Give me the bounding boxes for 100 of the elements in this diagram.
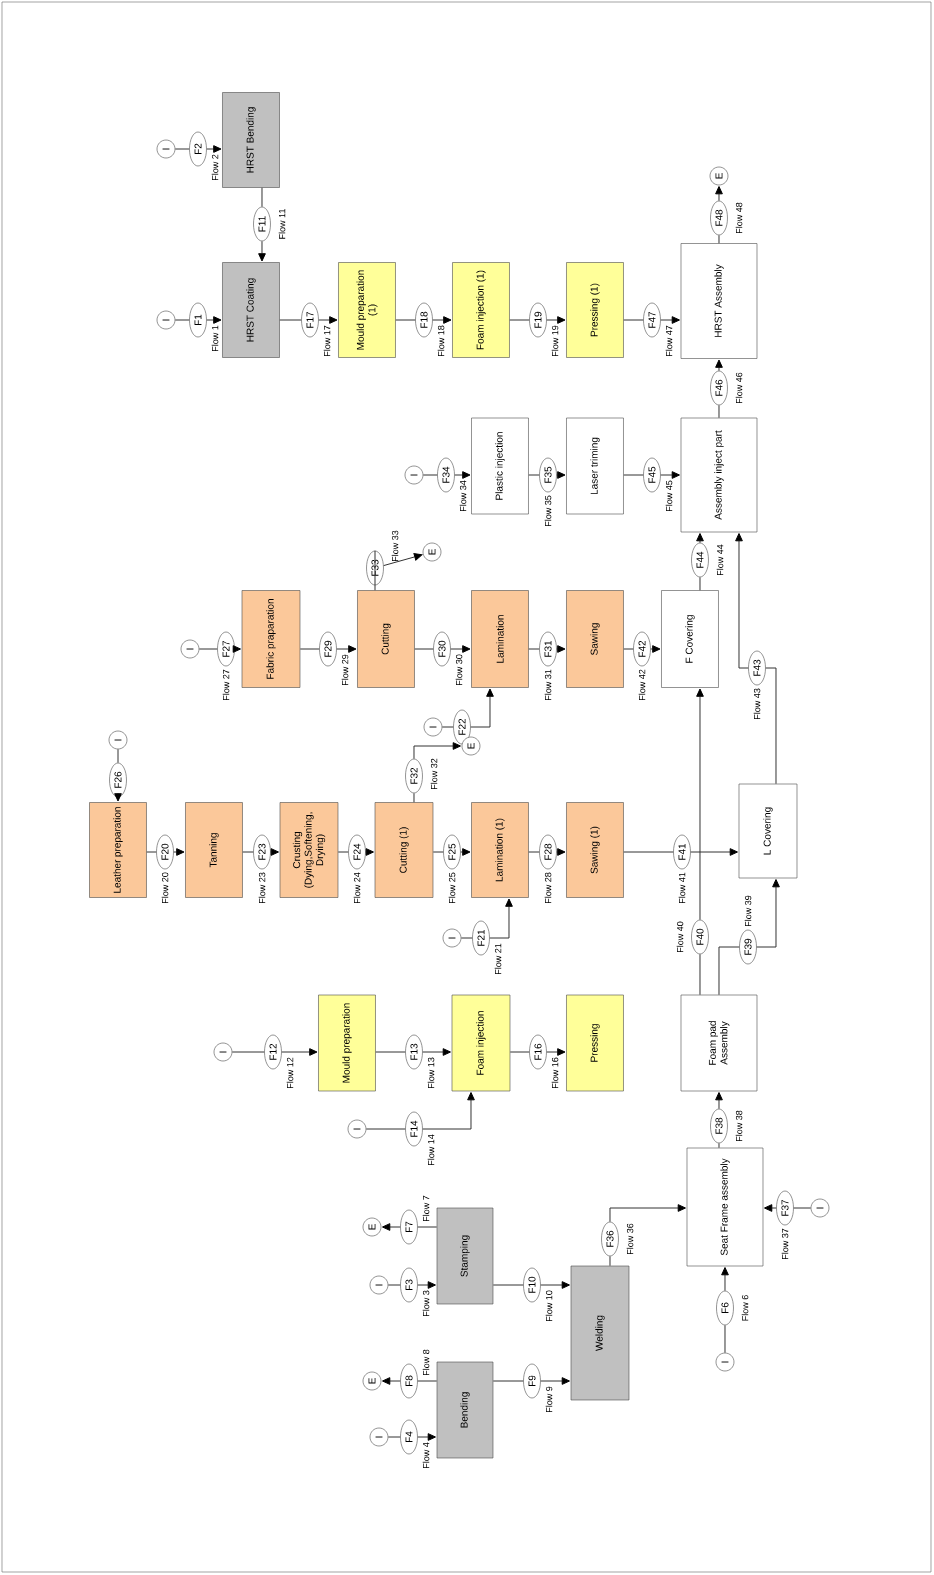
process-box: HRST Coating [222,262,280,358]
flow-label: Flow 29 [341,654,349,685]
flow-line [528,474,540,476]
flow-arrow [173,848,185,856]
flow-arrow [764,1204,777,1212]
process-box: Sawing [566,590,624,688]
flow-arrow [650,645,661,653]
flow-label: Flow 25 [448,872,456,903]
flow-arrow [281,1048,318,1056]
flow-line [793,1207,812,1209]
process-box: Sawing (1) [566,802,624,898]
process-box: Seat Frame assembly [686,1147,764,1267]
flow-label: Flow 13 [427,1057,435,1088]
flow-label: Flow 31 [544,669,552,700]
flow-line [279,319,302,321]
process-box: Bending [436,1361,494,1459]
flow-arrow [540,1377,570,1385]
flow-arrow [258,240,266,262]
flow-line [528,851,540,853]
flow-arrow [382,1223,401,1231]
process-box: L Covering [738,783,798,879]
flow-label: Flow 17 [323,325,331,356]
flow-arrow [318,316,338,324]
process-box: Fabric praparation [241,590,301,688]
flow-label: Flow 21 [494,943,502,974]
flow-label: Flow 34 [459,480,467,511]
process-box: Lamination [471,590,529,688]
flow-line [460,937,473,939]
flow-line [623,319,644,321]
flow-arrow [715,1092,723,1110]
process-box: F Covering [661,590,719,688]
flow-line [432,851,444,853]
process-box: Cutting (1) [374,802,434,898]
flow-label: Flow 38 [735,1110,743,1142]
flow-line [395,319,416,321]
flow-arrow [546,1048,566,1056]
flow-label: Flow 47 [665,325,673,356]
flow-label: Flow 6 [741,1295,749,1321]
flow-arrow [721,1267,729,1292]
flow-arrow [413,742,461,760]
flow-arrow [232,645,241,653]
flow-label: Flow 1 [211,325,219,351]
flow-arrow [422,1048,451,1056]
flow-label: Flow 14 [427,1134,435,1165]
flow-label: Flow 2 [211,154,219,180]
flow-line [261,187,263,208]
process-box: Pressing [566,994,624,1092]
flow-arrow [756,879,780,948]
flow-line [699,576,701,591]
flow-line [422,474,438,476]
flow-label: Flow 35 [544,495,552,526]
flow-line [242,851,254,853]
flow-label: Flow 48 [735,202,743,234]
flow-line [387,1436,401,1438]
flow-arrow [546,316,566,324]
flow-arrow [383,553,423,567]
flow-label: Flow 44 [716,544,724,576]
flow-arrow [715,186,723,202]
process-box: Assembly inject part [680,417,758,533]
flow-arrow [690,848,738,856]
process-box: Laser triming [566,417,624,515]
flow-label: Flow 40 [676,921,684,953]
flow-arrow [470,688,494,728]
flow-line [174,148,190,150]
flow-arrow [660,471,680,479]
flow-line [387,1284,401,1286]
flow-arrow [270,848,279,856]
flow-label: Flow 23 [258,872,266,903]
flow-line [509,319,530,321]
flow-line [374,550,376,591]
flow-label: Flow 20 [161,872,169,903]
flow-line [718,946,740,996]
flow-line [609,1255,611,1267]
flow-line [117,748,119,764]
flow-line [375,1051,406,1053]
process-box: Plastic injection [471,417,529,515]
flow-line [509,1051,530,1053]
flow-label: Flow 9 [545,1386,553,1412]
flow-label: Flow 36 [626,1223,634,1255]
flow-label: Flow 41 [678,872,686,903]
process-box: Cutting [357,590,415,688]
flow-line [146,851,157,853]
flow-arrow [460,848,471,856]
process-box: Pressing (1) [566,262,624,358]
flow-label: Flow 27 [222,669,230,700]
flow-line [718,234,720,244]
flow-line [231,1051,265,1053]
flow-line [699,953,701,996]
flow-label: Flow 18 [437,325,445,356]
flow-arrow [114,792,122,802]
flow-line [528,648,540,650]
flow-label: Flow 19 [551,325,559,356]
flow-arrow [715,359,723,372]
flow-line [337,851,349,853]
flow-arrow [432,316,452,324]
flow-line [765,667,777,785]
flow-label: Flow 45 [665,480,673,511]
flow-line [198,648,218,650]
flow-label: Flow 33 [391,530,399,562]
flow-line [441,726,454,728]
